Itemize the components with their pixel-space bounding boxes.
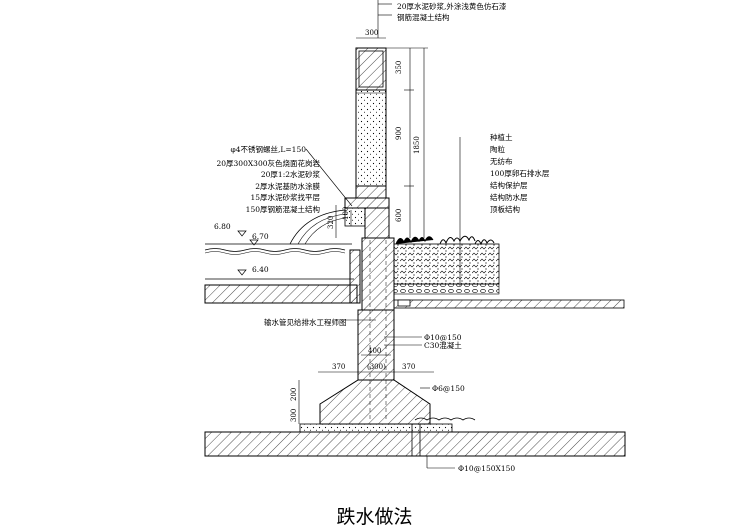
right-note-2: 陶粒 (490, 144, 505, 154)
left-note-1: φ4不锈钢螺丝,L=150 (231, 144, 307, 154)
right-note-7: 顶板结构 (490, 204, 520, 214)
detail-notes: 输水管见给排水工程师图 Φ10@150 C30混凝土 Φ6@150 Φ10@15… (264, 317, 515, 473)
dim-footing-v2: 200 (290, 388, 298, 401)
bar-note-1: Φ6@150 (432, 384, 465, 393)
dimension-lines (298, 0, 461, 469)
top-note-2: 钢筋混凝土结构 (397, 12, 450, 22)
dim-right-3: 600 (395, 209, 403, 222)
dim-top: 300 (365, 29, 378, 37)
right-notes: 种植土 陶粒 无纺布 100厚卵石排水层 结构保护层 结构防水层 顶板结构 (490, 132, 550, 214)
dimension-texts: 300 350 900 600 1850 320 100 400 (300) 3… (290, 29, 421, 422)
elevation-6-70: 6.70 (252, 232, 269, 241)
left-note-4: 2厚水泥基防水涂膜 (255, 181, 320, 191)
dim-right-4: 1850 (413, 136, 421, 154)
right-note-4: 100厚卵石排水层 (490, 168, 550, 178)
drawing-caption: 跌水做法 (336, 506, 413, 528)
pool (204, 209, 361, 304)
right-note-6: 结构防水层 (490, 192, 528, 202)
dim-footing-left: 370 (332, 363, 345, 371)
dim-left-1: 320 (327, 216, 335, 229)
left-note-3: 20厚1:2水泥砂浆 (261, 169, 321, 179)
left-note-2: 20厚300X300灰色烧面花岗岩 (216, 158, 320, 168)
top-note-1: 20厚水泥砂浆,外涂浅黄色仿石漆 (397, 1, 507, 11)
elevation-labels: 6.80 6.70 6.40 (214, 222, 269, 274)
right-note-5: 结构保护层 (490, 180, 528, 190)
wall-and-footing (299, 237, 453, 456)
elevation-6-80: 6.80 (214, 222, 231, 231)
dim-left-2: 100 (342, 207, 350, 220)
rebar-note-2: C30混凝土 (424, 340, 462, 350)
planting-bed (393, 235, 500, 295)
dim-wall-1: 400 (368, 347, 381, 355)
dim-right-1: 350 (395, 61, 403, 74)
bar-note-2: Φ10@150X150 (458, 464, 515, 473)
rebar-note-1: Φ10@150 (424, 333, 462, 342)
wall-column (344, 47, 390, 239)
top-notes: 20厚水泥砂浆,外涂浅黄色仿石漆 钢筋混凝土结构 (397, 1, 507, 22)
left-notes: φ4不锈钢螺丝,L=150 20厚300X300灰色烧面花岗岩 20厚1:2水泥… (216, 144, 320, 214)
left-note-6: 150厚钢筋混凝土结构 (246, 204, 321, 214)
dim-wall-2: (300) (367, 363, 386, 371)
pipe-note: 输水管见给排水工程师图 (264, 317, 347, 327)
elevation-6-40: 6.40 (252, 265, 269, 274)
dim-footing-right: 370 (402, 363, 415, 371)
left-note-5: 15厚水泥砂浆找平层 (250, 192, 320, 202)
dim-footing-v1: 300 (290, 409, 298, 422)
lower-slabs (204, 299, 626, 457)
dim-right-2: 900 (395, 127, 403, 140)
right-note-1: 种植土 (490, 132, 513, 142)
right-note-3: 无纺布 (490, 156, 513, 166)
